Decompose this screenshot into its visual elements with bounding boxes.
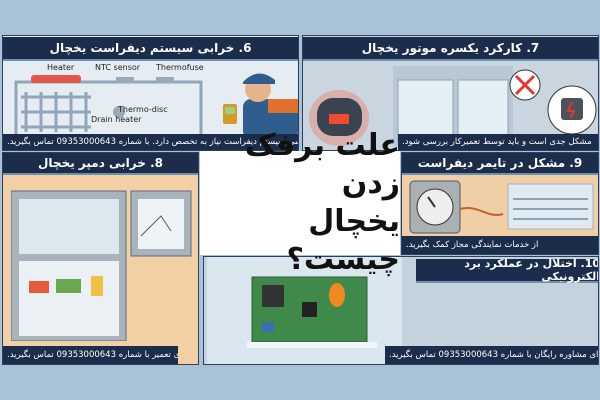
defrost-timer-illustration bbox=[409, 180, 594, 234]
main-title-line-1: علت برفک زدن bbox=[244, 128, 400, 201]
label-thermofuse: Thermofuse bbox=[156, 63, 204, 72]
relay-icon bbox=[547, 85, 597, 135]
panel-electronic-board: 10. اختلال در عملکرد برد الکترونیکی برای… bbox=[203, 256, 599, 365]
panel-8-title: 8. خرابی دمپر یخچال bbox=[3, 153, 198, 175]
panel-7-caption: مشکل جدی است و باید توسط تعمیرکار بررسی … bbox=[398, 134, 598, 150]
label-thermo-disc: Thermo-disc bbox=[118, 105, 168, 114]
panel-10-title: 10. اختلال در عملکرد برد الکترونیکی bbox=[416, 257, 598, 283]
panel-6-title: 6. خرابی سیستم دیفراست یخچال bbox=[3, 37, 298, 61]
main-title: علت برفک زدن یخچال چیست؟ bbox=[200, 128, 400, 277]
circuit-board-illustration bbox=[207, 257, 402, 364]
panel-10-caption: برای مشاوره رایگان با شماره 09353000643 … bbox=[385, 346, 598, 364]
panel-9-title: 9. مشکل در تایمر دیفراست bbox=[402, 153, 598, 175]
main-title-line-2: یخچال چیست؟ bbox=[286, 204, 400, 277]
label-drain-heater: Drain heater bbox=[91, 115, 142, 124]
panel-7-title: 7. کارکرد یکسره موتور یخچال bbox=[303, 37, 598, 61]
panel-defrost-timer: 9. مشکل در تایمر دیفراست از خدمات نمایند… bbox=[401, 152, 599, 255]
technician-illustration bbox=[223, 73, 298, 139]
label-heater: Heater bbox=[47, 63, 75, 72]
panel-8-caption: برای تعمیر با شماره 09353000643 تماس بگی… bbox=[3, 346, 178, 364]
frozen-fridge-illustration bbox=[393, 66, 513, 146]
panel-9-caption: از خدمات نمایندگی مجاز کمک بگیرید. bbox=[402, 236, 598, 254]
panel-6-caption: بررسی سیستم دیفراست نیاز به تخصص دارد. ب… bbox=[3, 134, 298, 150]
panel-defrost-system: 6. خرابی سیستم دیفراست یخچال Heater NTC … bbox=[2, 35, 299, 151]
no-fan-icon bbox=[509, 69, 541, 101]
label-ntc-sensor: NTC sensor bbox=[95, 63, 141, 72]
panel-damper: 8. خرابی دمپر یخچال برای تعمیر با شماره … bbox=[2, 152, 199, 365]
open-fridge-illustration bbox=[11, 190, 192, 341]
compressor-illustration bbox=[309, 90, 369, 146]
heater-element bbox=[31, 75, 81, 83]
panel-motor-running: 7. کارکرد یکسره موتور یخچال مشکل جدی است… bbox=[302, 35, 599, 151]
